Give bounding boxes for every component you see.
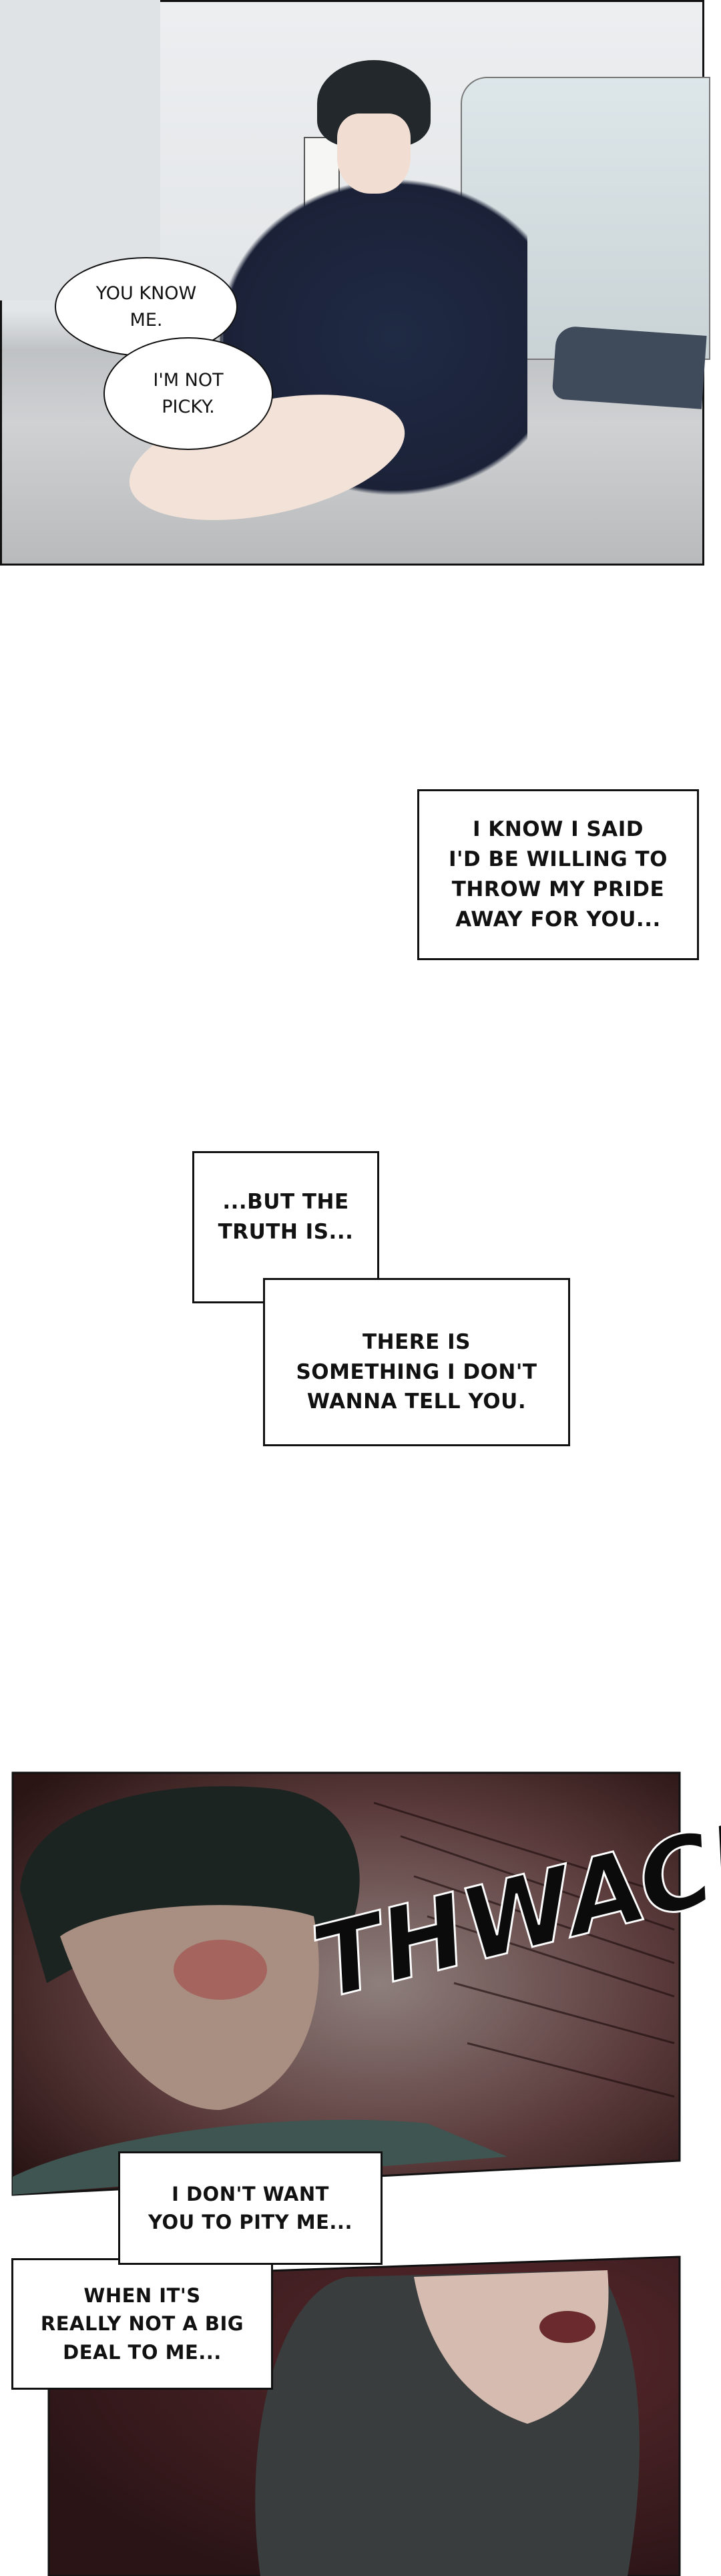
caption-box-something: THERE IS SOMETHING I DON'T WANNA TELL YO…	[263, 1278, 570, 1446]
speed-lines	[373, 1801, 675, 2098]
caption-box-not-big-deal: WHEN IT'S REALLY NOT A BIG DEAL TO ME...	[11, 2258, 273, 2390]
caption-box-pity: I DON'T WANT YOU TO PITY ME...	[118, 2151, 383, 2265]
woman-face-illustration	[414, 2270, 609, 2424]
woman-mouth-illustration	[539, 2311, 595, 2343]
character-face-illustration	[337, 114, 411, 194]
narration-box-pride: I KNOW I SAID I'D BE WILLING TO THROW MY…	[417, 789, 699, 960]
boy-blush-illustration	[174, 1940, 267, 2000]
caption-box-join-cover	[265, 1280, 377, 1301]
window-illustration	[0, 0, 160, 300]
pillow-illustration	[551, 325, 707, 409]
comic-panel-slap: THWACK	[11, 1771, 721, 2576]
speech-bubble-not-picky: I'M NOT PICKY.	[103, 337, 273, 450]
